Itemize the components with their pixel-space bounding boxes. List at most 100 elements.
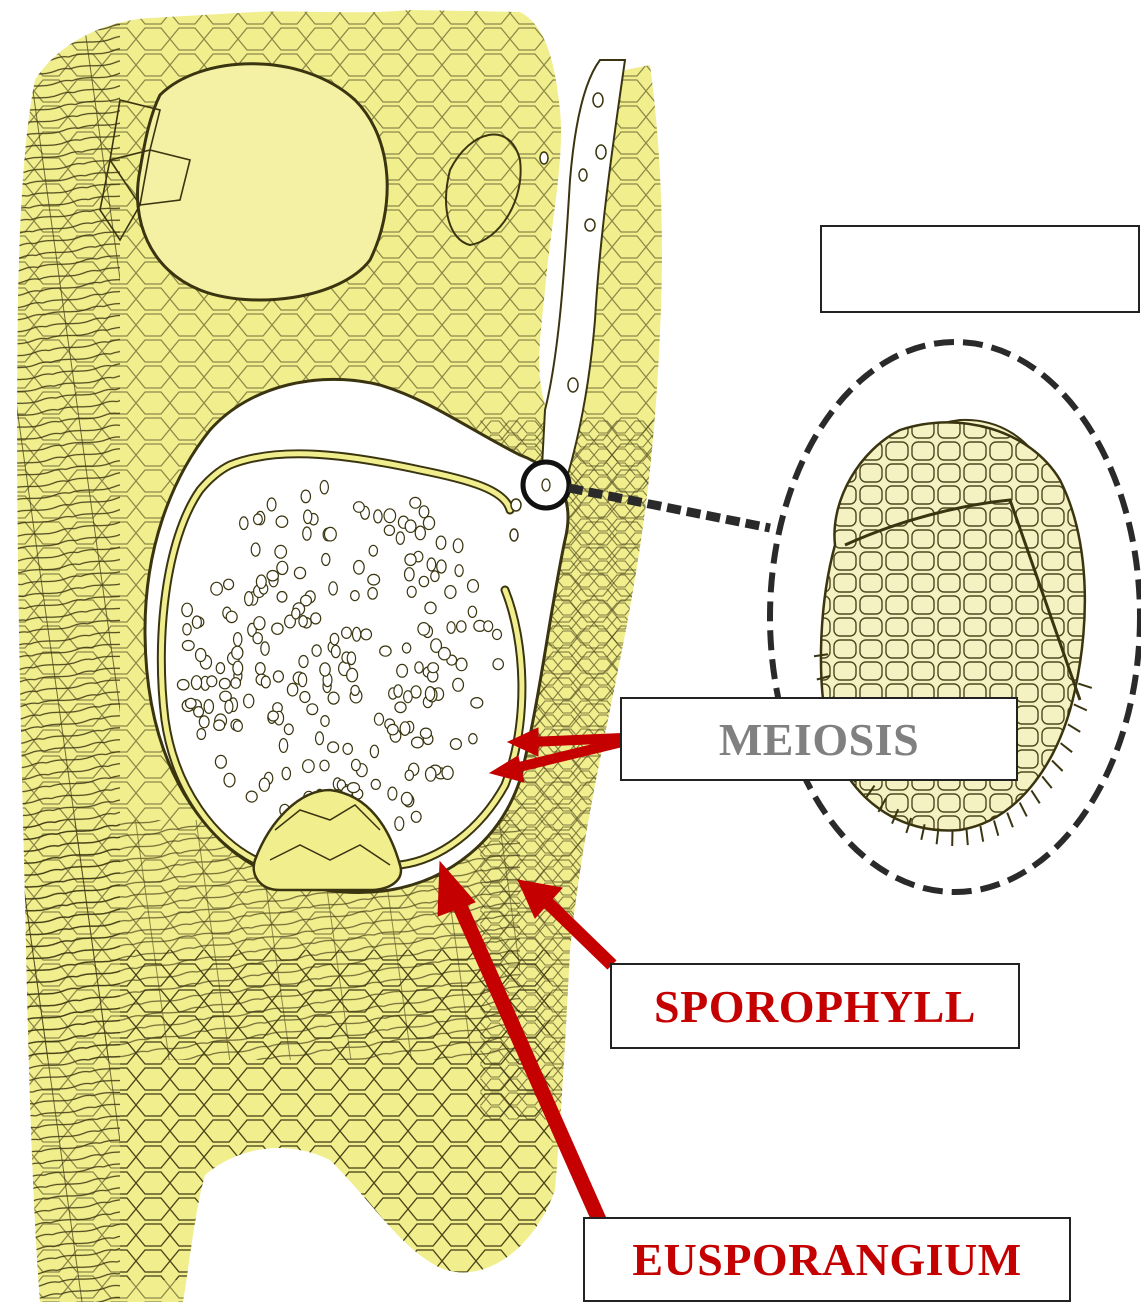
spore: [191, 676, 201, 690]
spore: [396, 532, 404, 544]
spore: [225, 700, 233, 713]
spore: [219, 678, 230, 688]
spore: [251, 543, 260, 556]
spore: [273, 671, 283, 682]
spore: [354, 561, 365, 575]
spore: [402, 643, 410, 653]
spore: [282, 767, 290, 779]
spore: [303, 760, 315, 773]
spore: [445, 586, 456, 599]
spore: [311, 613, 321, 624]
spore: [267, 498, 276, 511]
spore: [321, 716, 329, 727]
meiosis-label-box: MEIOSIS: [620, 697, 1018, 781]
spore: [347, 652, 355, 665]
spore: [331, 645, 340, 657]
spore: [493, 629, 502, 639]
blank-label-box: [820, 225, 1140, 313]
spore: [425, 687, 434, 701]
spore: [322, 554, 330, 566]
spore: [256, 575, 266, 588]
spore: [233, 721, 242, 732]
spore: [469, 734, 477, 744]
spore: [368, 574, 380, 585]
spore: [342, 627, 352, 638]
spore: [292, 608, 300, 619]
spore: [405, 520, 416, 532]
spore: [374, 510, 382, 523]
spore: [415, 526, 425, 540]
spore: [453, 678, 464, 691]
spore: [428, 663, 439, 673]
spore: [439, 648, 451, 660]
spore: [240, 517, 248, 530]
eusporangium-label-text: EUSPORANGIUM: [632, 1233, 1021, 1286]
spore: [194, 707, 204, 717]
spore: [320, 663, 330, 676]
spore: [450, 739, 461, 750]
spore: [401, 792, 412, 805]
spore: [453, 539, 463, 553]
spore: [418, 623, 430, 636]
spore: [380, 646, 391, 656]
meiosis-label-text: MEIOSIS: [719, 713, 919, 766]
spore: [192, 616, 201, 628]
spore: [186, 698, 197, 708]
spore: [177, 680, 189, 690]
spore: [204, 700, 213, 714]
spore: [426, 767, 436, 781]
spore: [216, 663, 224, 674]
spore: [407, 586, 416, 597]
spore: [351, 685, 359, 695]
spore: [423, 517, 434, 530]
spore: [400, 722, 410, 736]
spore: [277, 592, 287, 603]
spore: [384, 509, 396, 523]
eusporangium-label-box: EUSPORANGIUM: [583, 1217, 1071, 1302]
spore: [325, 527, 337, 541]
spore: [301, 490, 310, 503]
spore: [261, 642, 269, 655]
spore: [361, 629, 372, 640]
spore: [493, 659, 503, 670]
spore: [343, 743, 352, 754]
spore: [468, 606, 476, 617]
spore: [370, 745, 378, 757]
spore: [348, 783, 360, 793]
spore: [294, 567, 305, 578]
spore: [329, 582, 338, 595]
spore: [436, 536, 446, 549]
spore: [254, 514, 263, 525]
spore: [303, 527, 311, 540]
spore: [405, 568, 415, 581]
spore: [457, 621, 466, 632]
spore: [279, 739, 287, 753]
spore: [253, 633, 262, 644]
spore: [233, 661, 243, 675]
spore: [197, 729, 206, 740]
spore: [272, 623, 283, 634]
spore: [232, 646, 243, 659]
spore: [412, 737, 424, 748]
spore: [405, 770, 413, 780]
spore: [427, 558, 436, 571]
spore: [215, 755, 226, 768]
spore: [404, 691, 413, 703]
spore: [351, 591, 360, 601]
spore: [268, 711, 278, 721]
spore: [455, 565, 463, 577]
magnify-circle-icon: [523, 462, 569, 508]
spore: [182, 603, 193, 616]
spore: [437, 560, 446, 573]
spore: [261, 676, 270, 688]
spore-spike: [967, 829, 968, 845]
spore: [328, 742, 339, 753]
spore: [425, 602, 436, 614]
spore: [320, 760, 329, 771]
spore: [245, 592, 253, 606]
spore: [277, 561, 288, 574]
spore: [299, 656, 308, 668]
spore: [415, 662, 423, 673]
spore: [267, 571, 278, 581]
